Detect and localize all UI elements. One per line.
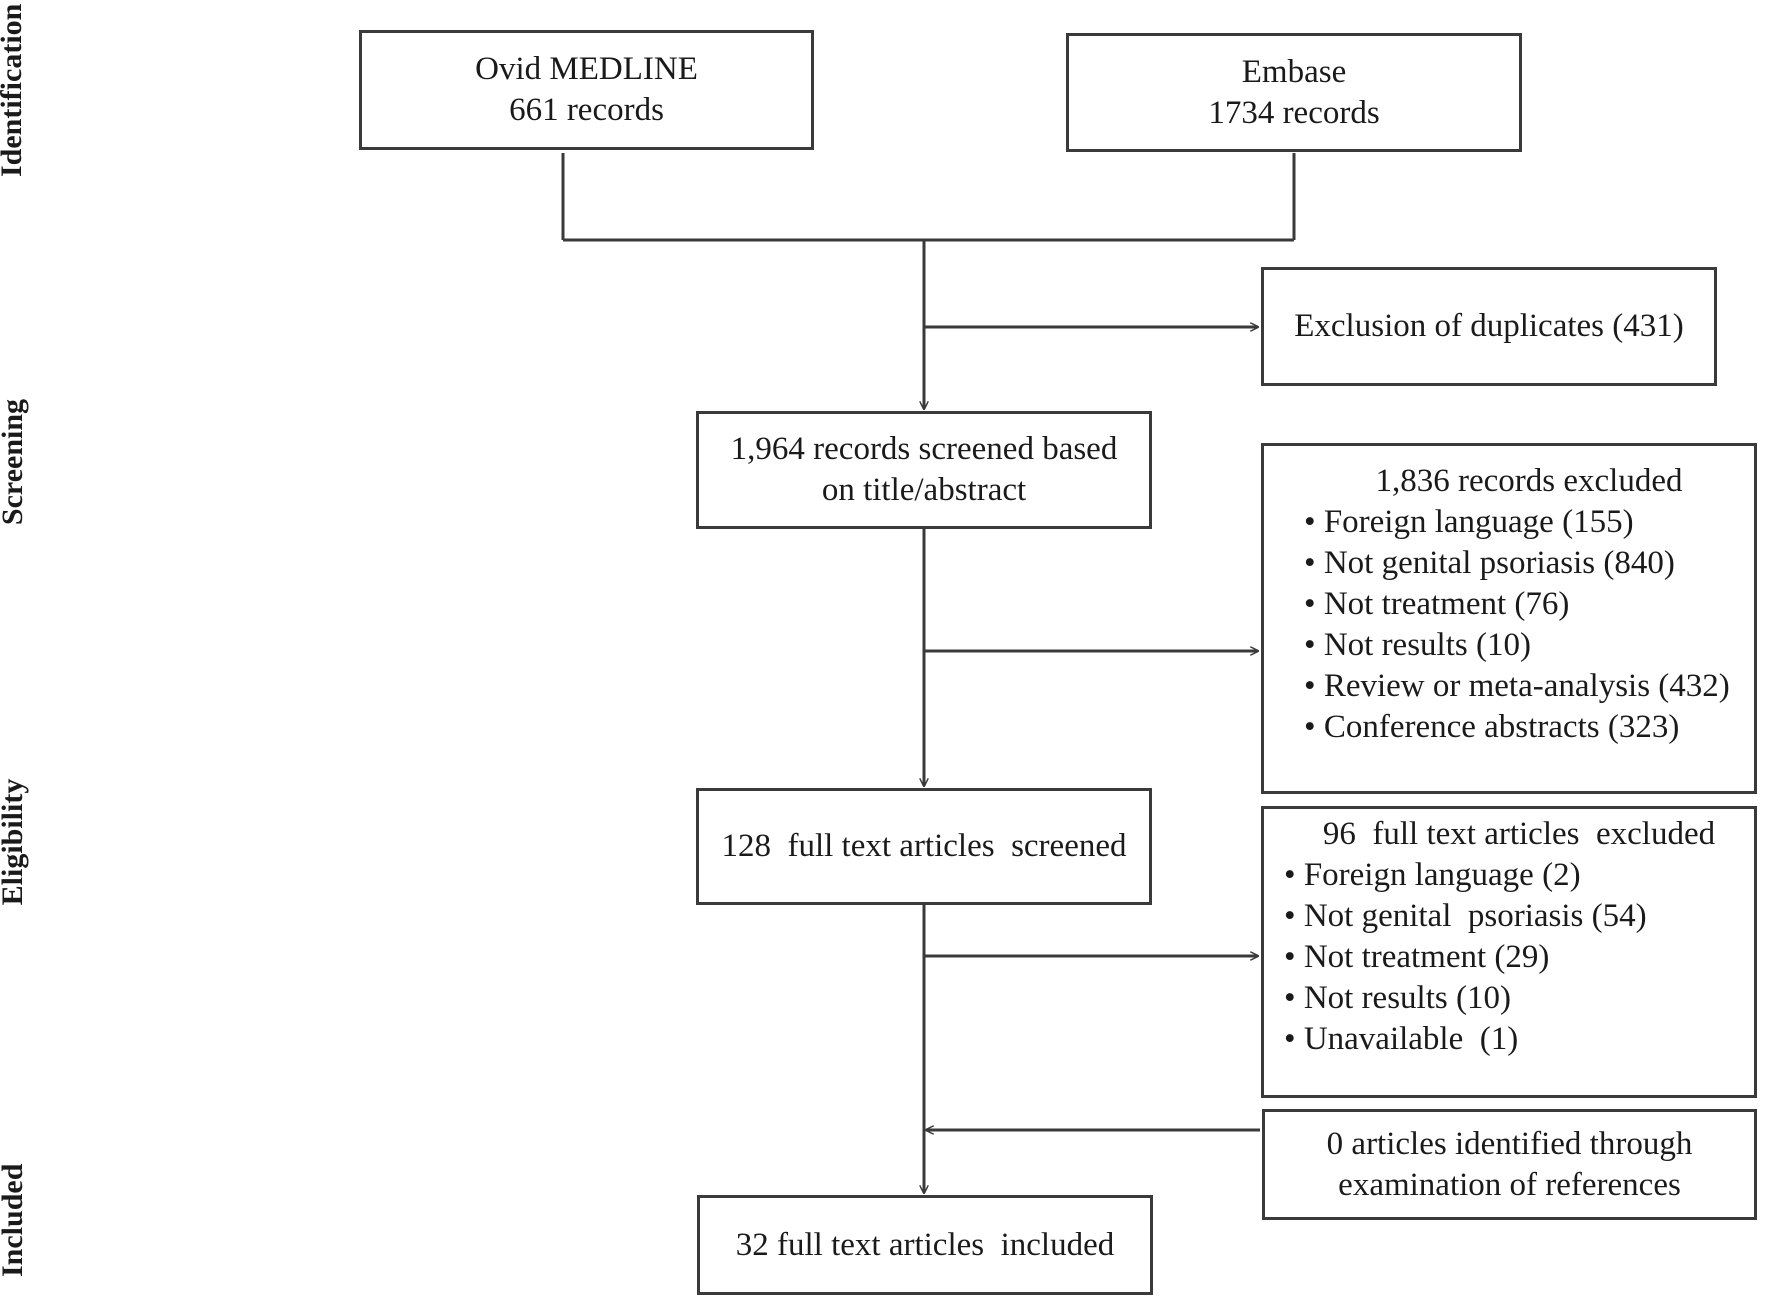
included-box: 32 full text articles included (697, 1195, 1153, 1295)
medline-name: Ovid MEDLINE (475, 51, 698, 87)
excluded-records-title: 1,836 records excluded (1375, 463, 1683, 499)
stage-screening: Screening (0, 398, 29, 526)
embase-count: 1734 records (1208, 94, 1380, 131)
excluded-records-item: Not genital psoriasis (840) (1304, 543, 1675, 584)
embase-name: Embase (1241, 53, 1347, 90)
included-label: 32 full text articles included (735, 1226, 1115, 1263)
excluded-fulltext-item: Not genital psoriasis (54) (1284, 896, 1647, 937)
duplicates-box: Exclusion of duplicates (431) (1261, 267, 1717, 386)
screened-line2: on title/abstract (821, 472, 1027, 508)
excluded-records-item: Foreign language (155) (1304, 502, 1634, 543)
excluded-records-box: 1,836 records excluded Foreign language … (1261, 443, 1757, 794)
stage-eligibility: Eligibility (0, 778, 29, 906)
embase-box: Embase 1734 records (1066, 33, 1522, 152)
medline-count: 661 records (509, 92, 664, 128)
stage-identification: Identification (0, 3, 28, 177)
excluded-fulltext-box: 96 full text articles excluded Foreign l… (1261, 806, 1757, 1098)
fulltext-screened-label: 128 full text articles screened (721, 828, 1127, 864)
references-line2: examination of references (1338, 1166, 1681, 1203)
duplicates-label: Exclusion of duplicates (431) (1294, 308, 1684, 344)
excluded-records-item: Not results (10) (1304, 625, 1531, 666)
excluded-fulltext-item: Unavailable (1) (1284, 1019, 1518, 1060)
excluded-fulltext-item: Not results (10) (1284, 978, 1511, 1019)
stage-included: Included (0, 1163, 29, 1277)
screened-line1: 1,964 records screened based (730, 431, 1118, 467)
fulltext-screened-box: 128 full text articles screened (696, 788, 1152, 905)
excluded-fulltext-item: Not treatment (29) (1284, 937, 1550, 978)
screened-box: 1,964 records screened based on title/ab… (696, 411, 1152, 529)
excluded-records-item: Review or meta-analysis (432) (1304, 666, 1730, 707)
excluded-records-item: Not treatment (76) (1304, 584, 1570, 625)
references-box: 0 articles identified through examinatio… (1262, 1109, 1757, 1220)
excluded-fulltext-item: Foreign language (2) (1284, 855, 1581, 896)
references-line1: 0 articles identified through (1326, 1125, 1693, 1162)
medline-box: Ovid MEDLINE 661 records (359, 30, 814, 150)
excluded-fulltext-title: 96 full text articles excluded (1322, 816, 1716, 852)
excluded-records-item: Conference abstracts (323) (1304, 707, 1680, 748)
